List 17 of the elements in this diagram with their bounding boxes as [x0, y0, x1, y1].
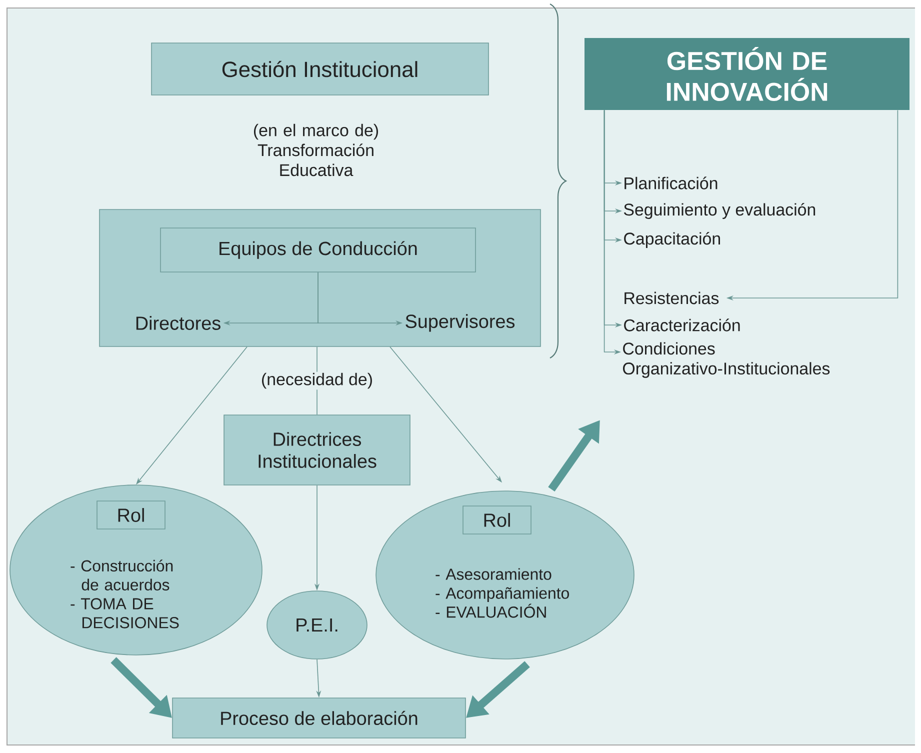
list-item: Capacitación: [624, 232, 720, 248]
process-box: Equipos de Conducción: [160, 228, 476, 272]
role-box: Rol: [462, 506, 532, 534]
note-text: (en el marco de) Transformación Educativa: [254, 124, 378, 176]
role-box: Rol: [96, 500, 166, 530]
label-text: Directores: [136, 316, 220, 330]
process-box: Directrices Institucionales: [224, 414, 410, 486]
title-box: Gestión Institucional: [151, 42, 489, 96]
list-item: Caracterización: [624, 318, 740, 332]
list-item: Seguimiento y evaluación: [624, 203, 816, 219]
list-item: Resistencias: [624, 292, 719, 304]
list-item: Condiciones Organizativo-Institucionales: [623, 342, 830, 378]
process-box: Proceso de elaboración: [172, 698, 466, 738]
heading-box: GESTIÓN DE INNOVACIÓN: [584, 38, 910, 110]
edge-label: (necesidad de): [260, 372, 374, 390]
list-item: Planificación: [624, 176, 718, 190]
label-text: Supervisores: [406, 314, 515, 332]
